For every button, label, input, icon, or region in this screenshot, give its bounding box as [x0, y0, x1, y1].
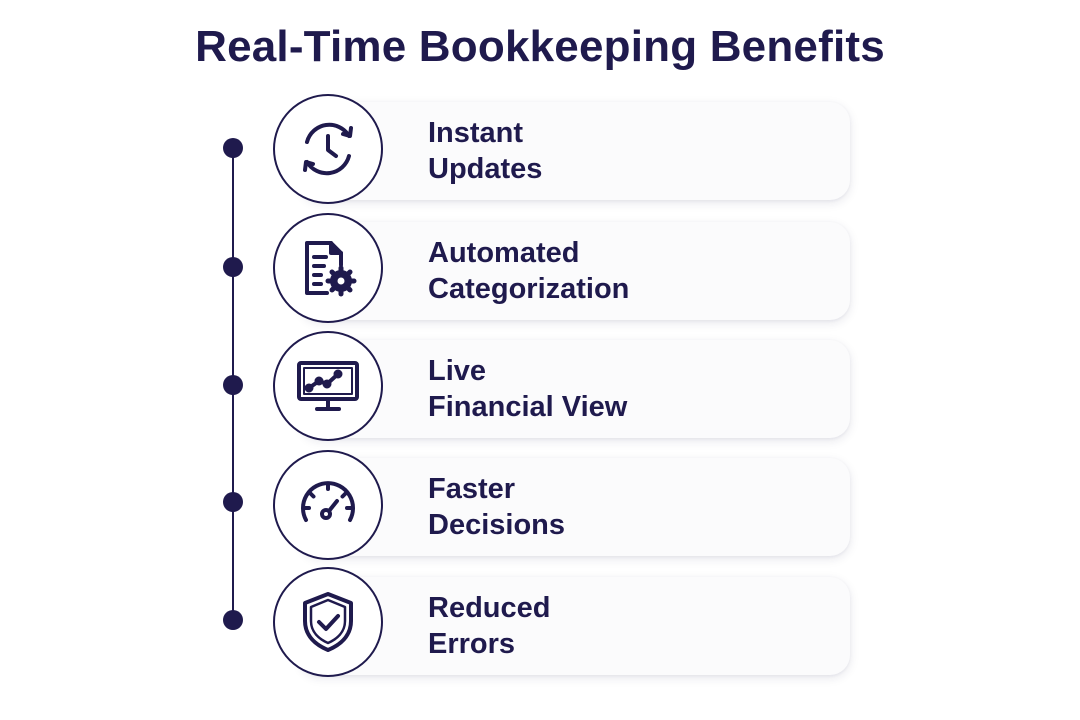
timeline-dot: [223, 257, 243, 277]
monitor-chart-icon: [273, 331, 383, 441]
benefit-label: Faster Decisions: [428, 471, 828, 543]
clock-refresh-icon: [273, 94, 383, 204]
timeline-dot: [223, 138, 243, 158]
benefit-card-reduced-errors: Reduced Errors: [300, 577, 850, 675]
benefit-label-line1: Instant: [428, 117, 524, 149]
benefit-card-faster-decisions: Faster Decisions: [300, 458, 850, 556]
timeline-dot: [223, 492, 243, 512]
benefit-label-line1: Faster: [428, 473, 516, 505]
benefit-card-instant-updates: Instant Updates: [300, 102, 850, 200]
benefit-card-automated-categorization: Automated Categorization: [300, 222, 850, 320]
benefit-label-line2: Financial View: [428, 391, 628, 423]
benefit-label: Instant Updates: [428, 115, 828, 187]
timeline-dot: [223, 610, 243, 630]
shield-check-icon: [273, 567, 383, 677]
document-gear-icon: [273, 213, 383, 323]
benefit-label-line2: Errors: [428, 628, 516, 660]
benefit-label: Live Financial View: [428, 353, 828, 425]
benefit-label: Reduced Errors: [428, 590, 828, 662]
benefit-label-line2: Updates: [428, 153, 543, 185]
benefit-label-line2: Categorization: [428, 273, 630, 305]
benefit-card-live-financial-view: Live Financial View: [300, 340, 850, 438]
benefit-label-line2: Decisions: [428, 509, 565, 541]
benefit-label-line1: Reduced: [428, 592, 551, 624]
timeline-dot: [223, 375, 243, 395]
benefit-label-line1: Live: [428, 355, 487, 387]
benefit-label-line1: Automated: [428, 237, 580, 269]
speedometer-icon: [273, 450, 383, 560]
page-title: Real-Time Bookkeeping Benefits: [195, 22, 885, 71]
benefit-label: Automated Categorization: [428, 235, 828, 307]
